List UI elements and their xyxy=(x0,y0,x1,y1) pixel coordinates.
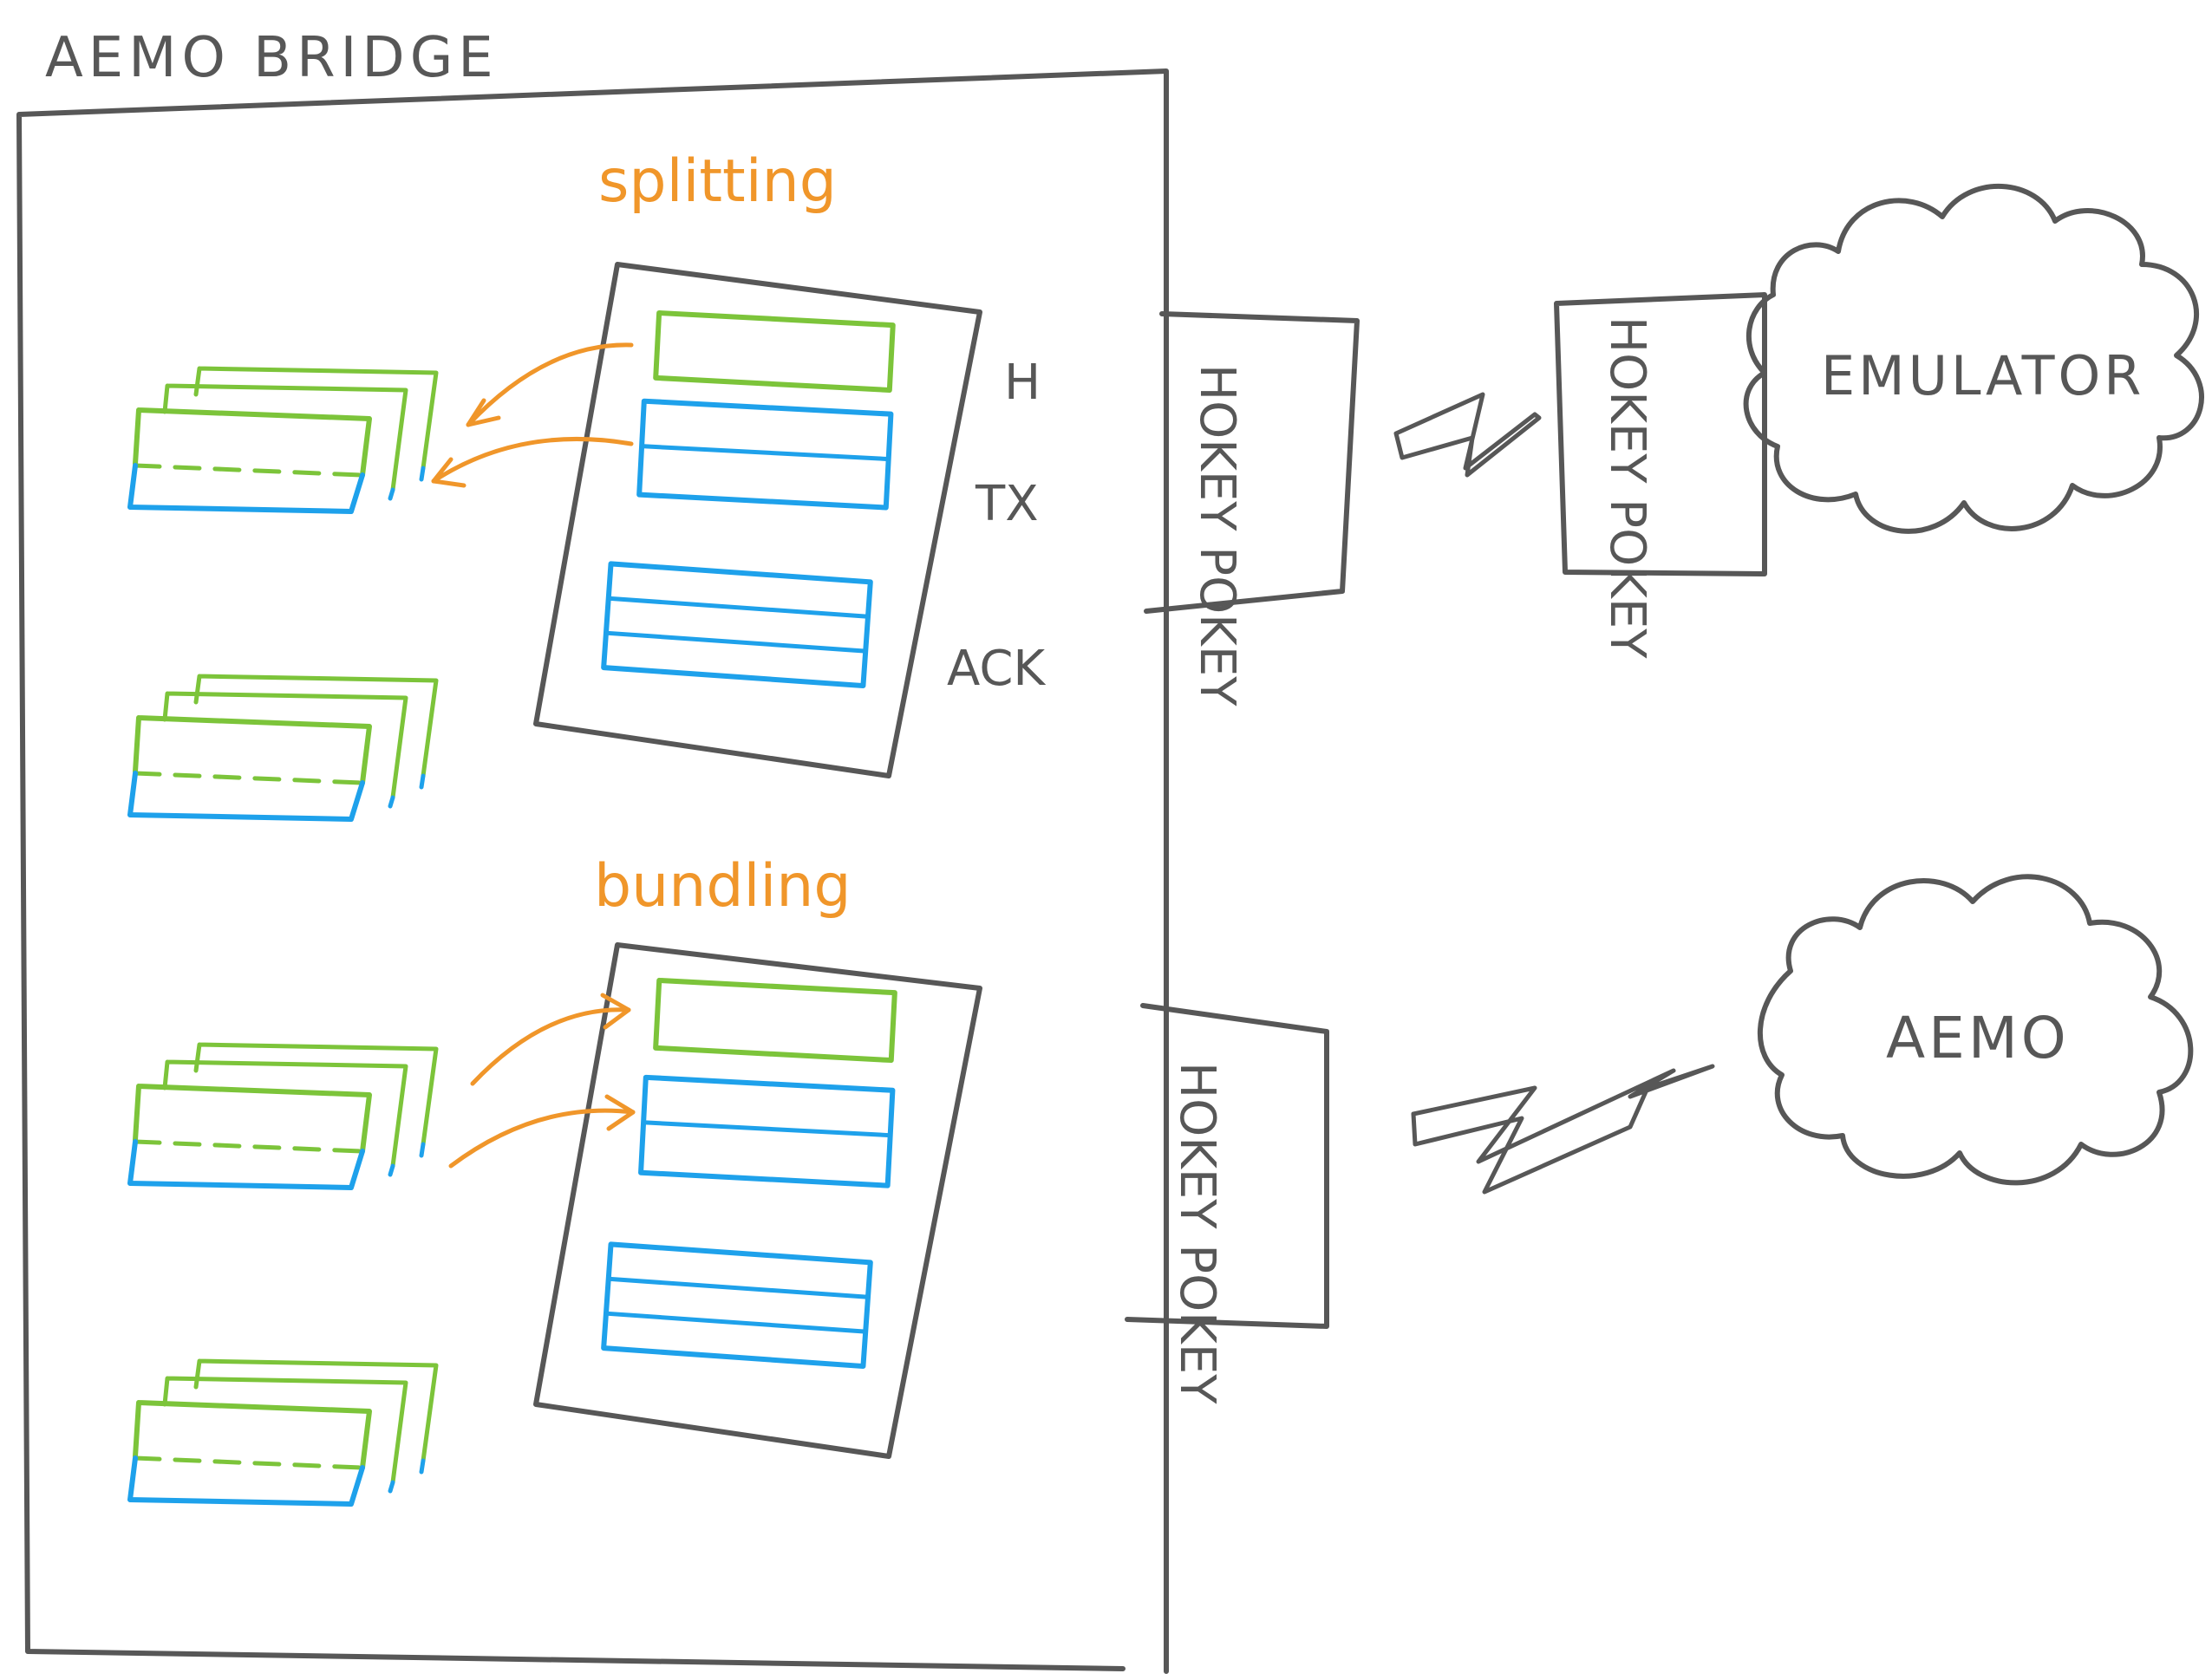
message-stack-bundle-1 xyxy=(130,1045,436,1188)
lightning-link-top xyxy=(1393,392,1542,478)
message-stack-bundle-2 xyxy=(130,1361,436,1504)
bundling-doc-tx-record xyxy=(638,1074,896,1188)
bundling-doc-header-record xyxy=(653,977,897,1064)
hokey-pokey-emulator-adapter: HOKEY POKEY xyxy=(1554,292,1767,659)
svg-text:EMULATOR: EMULATOR xyxy=(1821,344,2144,407)
lightning-link-bottom xyxy=(1411,1064,1715,1195)
svg-text:HOKEY POKEY: HOKEY POKEY xyxy=(1189,364,1245,707)
message-stack-split-1 xyxy=(130,368,436,511)
splitting-doc-tx-record xyxy=(636,398,894,511)
splitting-document xyxy=(533,262,982,778)
svg-text:HOKEY POKEY: HOKEY POKEY xyxy=(1169,1062,1225,1404)
svg-text:HOKEY POKEY: HOKEY POKEY xyxy=(1599,316,1655,659)
hokey-pokey-top-adapter: HOKEY POKEY xyxy=(1144,311,1360,707)
split-arrow-tx xyxy=(431,436,634,488)
bridge-box xyxy=(16,68,1169,1674)
bridge-title: AEMO BRIDGE xyxy=(45,26,499,90)
bundle-arrow-tx xyxy=(448,1094,636,1169)
tx-label: TX xyxy=(975,476,1039,532)
ack-label: ACK xyxy=(947,641,1046,697)
bundling-document xyxy=(533,942,982,1459)
bundling-doc-ack-record xyxy=(601,1241,873,1370)
hokey-pokey-bottom-adapter: HOKEY POKEY xyxy=(1125,1003,1329,1404)
splitting-label: splitting xyxy=(598,147,837,216)
bundling-label: bundling xyxy=(594,852,852,921)
svg-text:AEMO: AEMO xyxy=(1886,1005,2070,1071)
bundle-arrow-header xyxy=(470,993,631,1086)
splitting-doc-header-record xyxy=(653,309,896,394)
splitting-doc-ack-record xyxy=(601,561,873,689)
emulator-cloud: EMULATOR xyxy=(1743,184,2204,534)
aemo-cloud: AEMO xyxy=(1757,874,2194,1186)
message-stack-split-2 xyxy=(130,676,436,819)
header-label: H xyxy=(1004,355,1041,411)
split-arrow-header xyxy=(466,342,634,427)
